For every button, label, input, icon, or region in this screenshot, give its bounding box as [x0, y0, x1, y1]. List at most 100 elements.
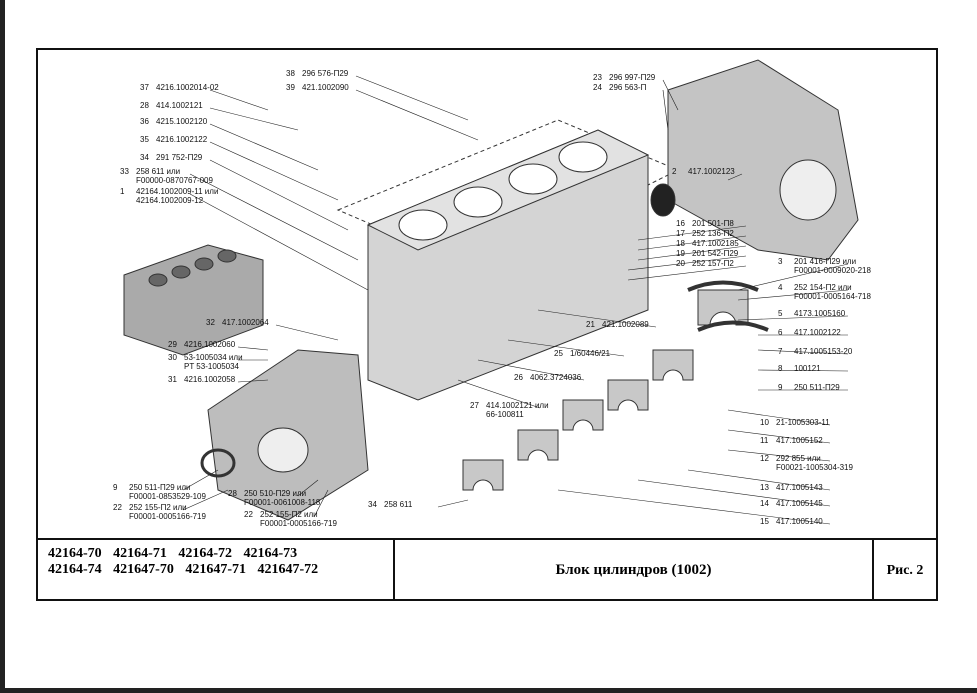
part-number: 296 563-П [609, 83, 647, 92]
part-number-alt: 66-100811 [486, 410, 524, 419]
callout-number: 18 [676, 239, 685, 248]
leader-line [275, 324, 339, 341]
callout-number: 16 [676, 219, 685, 228]
leader-line [662, 89, 669, 131]
callout-number: 25 [554, 349, 563, 358]
drawing-title: Блок цилиндров (1002) [395, 540, 874, 601]
leader-line [209, 123, 319, 171]
callout-number: 30 [168, 353, 177, 362]
part-number: 417.1002123 [688, 167, 735, 176]
part-number-alt: F00001-0009020-218 [794, 266, 872, 275]
callout-number: 21 [586, 320, 595, 329]
leader-line [457, 379, 541, 409]
callout-number: 22 [113, 503, 122, 512]
model-code: 42164-72 [178, 546, 233, 561]
model-code: 421647-70 [113, 562, 174, 577]
callout-39: 39 421.1002090 [286, 83, 349, 92]
callout-number: 28 [140, 101, 149, 110]
leader-line [209, 89, 269, 111]
model-code: 42164-73 [243, 546, 298, 561]
part-number: 201 416-П29 или [794, 257, 856, 266]
part-number-alt: F00000-0870767-009 [136, 176, 214, 185]
leader-line [757, 349, 849, 355]
part-number: 252 136-П2 [692, 229, 734, 238]
part-number: 417.1005140 [776, 517, 823, 526]
leader-line [537, 309, 657, 328]
part-number-alt: F00001-0005164-718 [794, 292, 872, 301]
leader-line [737, 289, 849, 301]
callout-number: 29 [168, 340, 177, 349]
model-list: 42164-70 42164-71 42164-72 42164-73 4216… [38, 540, 395, 601]
leader-line [209, 141, 339, 201]
callout-number: 17 [676, 229, 685, 238]
leader-line [182, 469, 219, 491]
models-row-1: 42164-70 42164-71 42164-72 42164-73 [48, 546, 393, 562]
part-number-alt: F00001-0005166-719 [129, 512, 207, 521]
leader-line [437, 499, 469, 508]
callout-number: 37 [140, 83, 149, 92]
part-number-alt: F00001-0005166-719 [260, 519, 338, 528]
leader-line [637, 245, 747, 261]
leader-line [355, 75, 469, 121]
part-number: 417.1005152 [776, 436, 823, 445]
callout-number: 3 [778, 257, 783, 266]
part-number-alt: F00001-0853529-109 [129, 492, 207, 501]
leader-line [662, 79, 679, 111]
part-number: 252 154-П2 или [794, 283, 852, 292]
callout-number: 6 [778, 328, 783, 337]
left-edge [0, 0, 5, 693]
part-number: 417.1005145 [776, 499, 823, 508]
model-code: 42164-71 [113, 546, 167, 561]
callout-number: 36 [140, 117, 149, 126]
leader-line [209, 159, 349, 231]
callout-number: 39 [286, 83, 295, 92]
callout-16: 16 201 501-П8 [676, 219, 734, 228]
part-number: 417.1005153-20 [794, 347, 853, 356]
leader-line [182, 489, 229, 511]
callout-number: 9 [113, 483, 118, 492]
part-number: 417.1002122 [794, 328, 841, 337]
part-number: 252 155-П2 или [260, 510, 318, 519]
part-number: 100121 [794, 364, 821, 373]
part-number: 250 511-П29 или [129, 483, 190, 492]
callout-number: 11 [760, 436, 769, 445]
part-number: 250 510-П29 или [244, 489, 306, 498]
part-number: 201 501-П8 [692, 219, 734, 228]
part-number: 250 511-П29 [794, 383, 840, 392]
callout-number: 13 [760, 483, 769, 492]
callout-21: 21 421.1002089 [586, 320, 649, 329]
leader-line [737, 263, 849, 291]
leader-lines [182, 75, 849, 525]
callout-number: 1 [120, 187, 125, 196]
leader-line [727, 409, 831, 426]
part-number: 21-1005303-11 [776, 418, 830, 427]
part-number: 421.1002090 [302, 83, 349, 92]
part-number: 53-1005034 или [184, 353, 243, 362]
callout-number: 7 [778, 347, 783, 356]
leader-line [637, 235, 747, 251]
part-number-alt: 42164.1002009-12 [136, 196, 204, 205]
leader-line [477, 359, 585, 381]
part-number: 421.1002089 [602, 320, 649, 329]
